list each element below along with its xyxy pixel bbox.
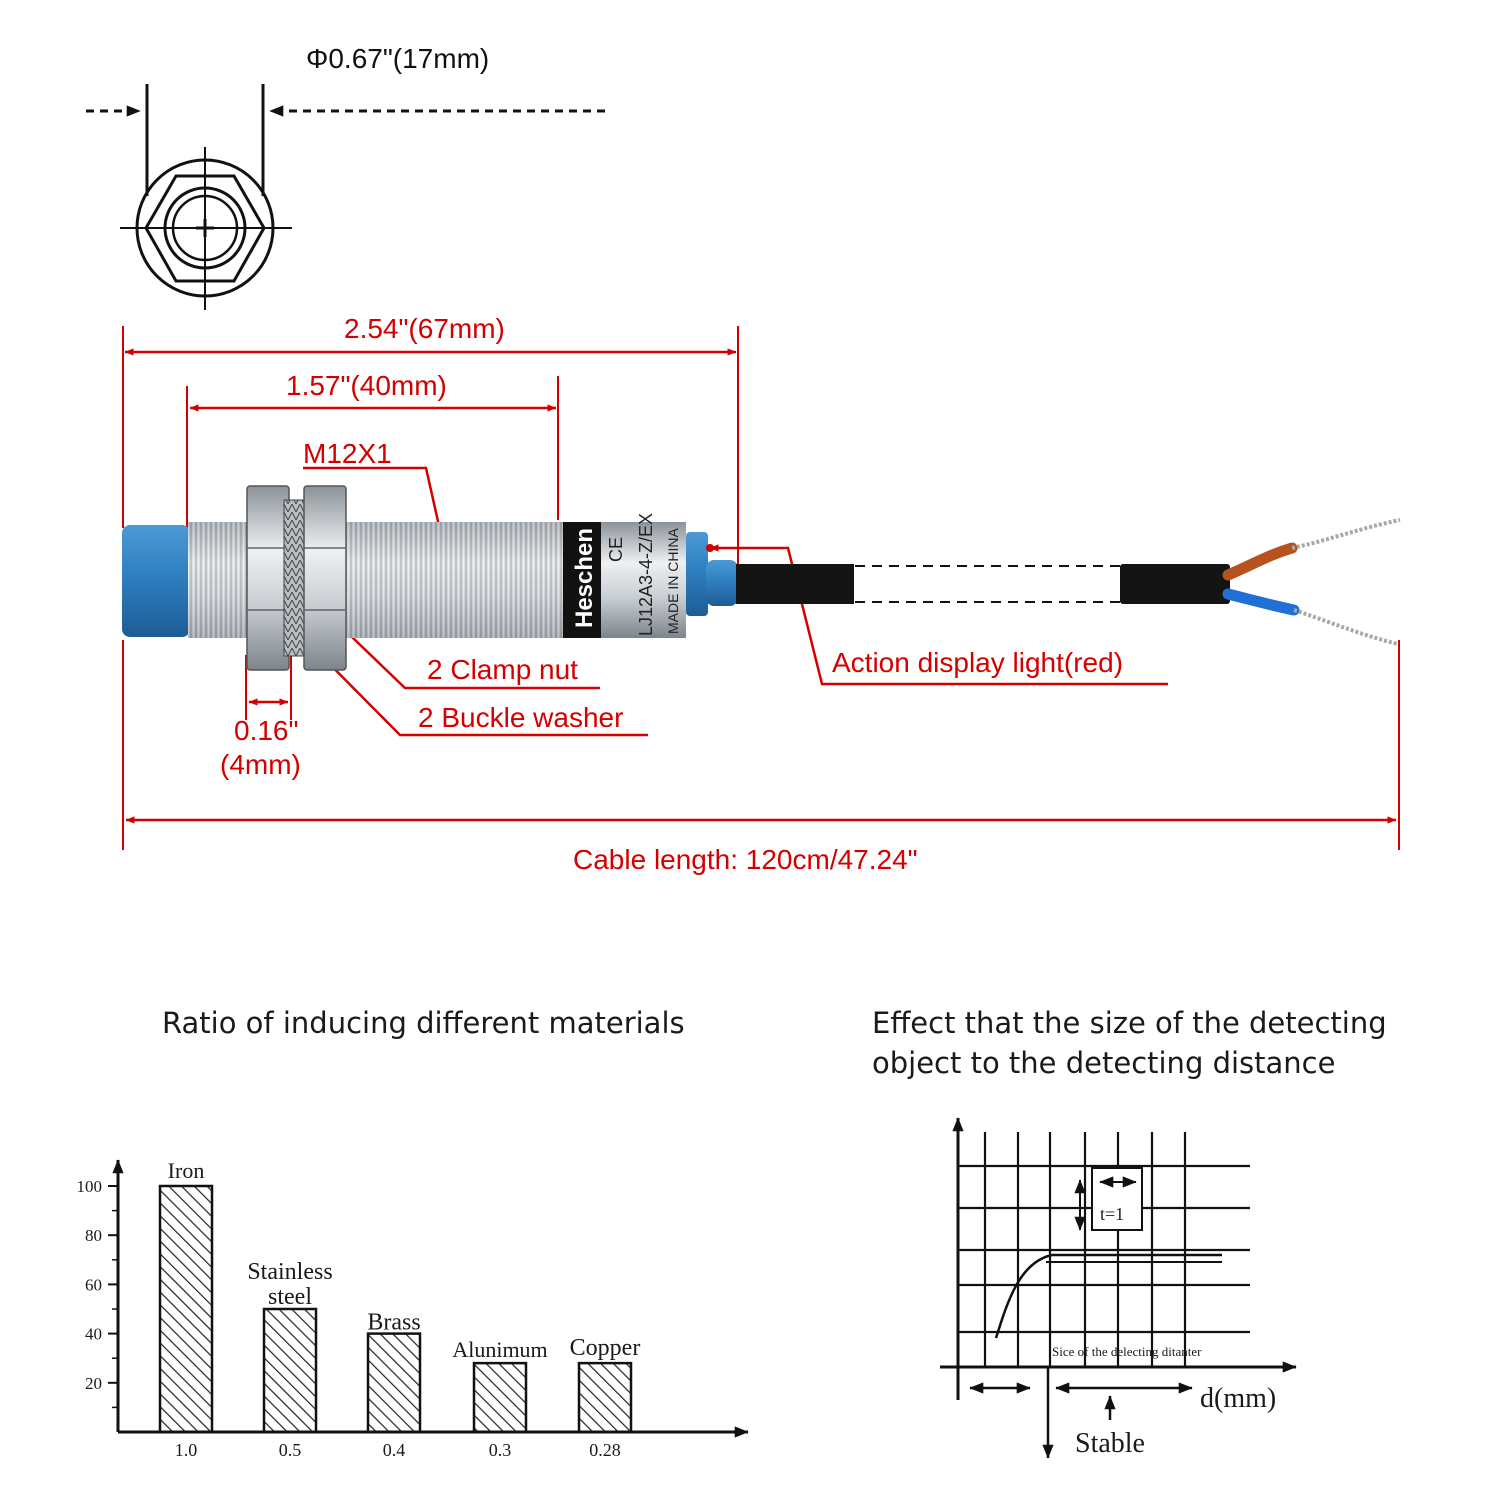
strand-brown [1291, 518, 1401, 550]
nut-width-label-mm: (4mm) [220, 749, 301, 780]
wire-blue [1222, 588, 1300, 616]
dimensions: 2.54"(67mm) 1.57"(40mm) M12X1 Cable leng… [122, 313, 1400, 875]
bar-y-tick-label: 100 [77, 1177, 103, 1196]
strand-blue [1293, 608, 1399, 646]
indicator-leader [709, 544, 1168, 686]
bar-x-tick-label: 1.0 [175, 1440, 198, 1460]
indicator-label: Action display light(red) [832, 647, 1123, 678]
clamp-nut-leader [327, 613, 600, 690]
bar-y-tick-label: 40 [85, 1325, 102, 1344]
front-view: Φ0.67"(17mm) [86, 43, 605, 310]
wire-brown [1222, 542, 1298, 581]
bar-x-tick-label: 0.4 [383, 1440, 406, 1460]
distance-chart-title-line2: object to the detecting distance [872, 1046, 1335, 1080]
distance-curve [994, 1253, 1222, 1339]
bar-y-tick-label: 60 [85, 1275, 102, 1294]
sensor-brand: Heschen [571, 528, 598, 628]
bar-marks: 1.0 0.5 0.4 0.3 0.28 IronStainlesssteelBrassA… [158, 1158, 641, 1460]
overall-length-label: 2.54"(67mm) [344, 313, 505, 344]
cable-segment-2 [1120, 564, 1230, 604]
unit-box-label: t=1 [1100, 1204, 1124, 1224]
sensor-cert: CE [606, 537, 626, 562]
bar-y-tick-label: 20 [85, 1374, 102, 1393]
bar-4 [577, 1361, 633, 1434]
clamp-nut-2 [303, 485, 347, 671]
rear-cap [686, 532, 708, 616]
materials-chart-title: Ratio of inducing different materials [162, 1006, 685, 1040]
distance-chart-title-line1: Effect that the size of the detecting [872, 1006, 1387, 1040]
bar-category-label: Brass [367, 1310, 420, 1336]
thread-spec-label: M12X1 [303, 438, 392, 469]
thread-spec-leader [303, 466, 446, 549]
cable-gland [706, 560, 738, 606]
sensor-origin: MADE IN CHINA [665, 528, 681, 634]
bar-0 [158, 1184, 214, 1434]
bar-x-tick-label: 0.5 [279, 1440, 302, 1460]
buckle-washer-label: 2 Buckle washer [418, 702, 623, 733]
diameter-label: Φ0.67"(17mm) [306, 43, 489, 74]
sensor-model: LJ12A3-4-Z/EX [636, 513, 656, 636]
barrel-shine [188, 522, 563, 638]
bar-x-tick-label: 0.28 [589, 1440, 621, 1460]
bar-3 [472, 1361, 528, 1434]
clamp-nut-1 [246, 485, 290, 671]
bar-category-label: Iron [168, 1158, 205, 1183]
bar-category-label: steel [268, 1284, 312, 1310]
bar-1 [262, 1307, 318, 1434]
stable-label: Stable [1075, 1428, 1145, 1459]
bar-category-label: Copper [570, 1335, 641, 1361]
bar-category-label: Stainless [247, 1259, 332, 1285]
bar-x-tick-label: 0.3 [489, 1440, 512, 1460]
sensor-face-cap [122, 525, 190, 637]
materials-chart: Ratio of inducing different materials 10… [77, 1006, 749, 1460]
distance-x-label: d(mm) [1200, 1383, 1276, 1414]
distance-chart: Effect that the size of the detecting ob… [872, 1006, 1387, 1459]
clamp-nut-label: 2 Clamp nut [427, 654, 578, 685]
cable-length-label: Cable length: 120cm/47.24" [573, 844, 918, 875]
indicator-light [706, 544, 714, 552]
curve-caption: Sice of the delecting ditanter [1052, 1344, 1202, 1359]
bar-category-label: Alunimum [452, 1337, 547, 1362]
sensor-drawing: Heschen CE LJ12A3-4-Z/EX MADE IN CHINA [122, 485, 1401, 671]
nut-width-label-in: 0.16" [234, 715, 298, 746]
brand-band [563, 522, 601, 638]
bar-2 [366, 1332, 422, 1434]
buckle-washer [283, 499, 305, 657]
bar-y-ticks: 100 80 60 40 20 [77, 1177, 118, 1409]
thread-length-label: 1.57"(40mm) [286, 370, 447, 401]
cable-segment-1 [736, 564, 854, 604]
marking-sleeve [601, 522, 686, 638]
bar-y-tick-label: 80 [85, 1226, 102, 1245]
